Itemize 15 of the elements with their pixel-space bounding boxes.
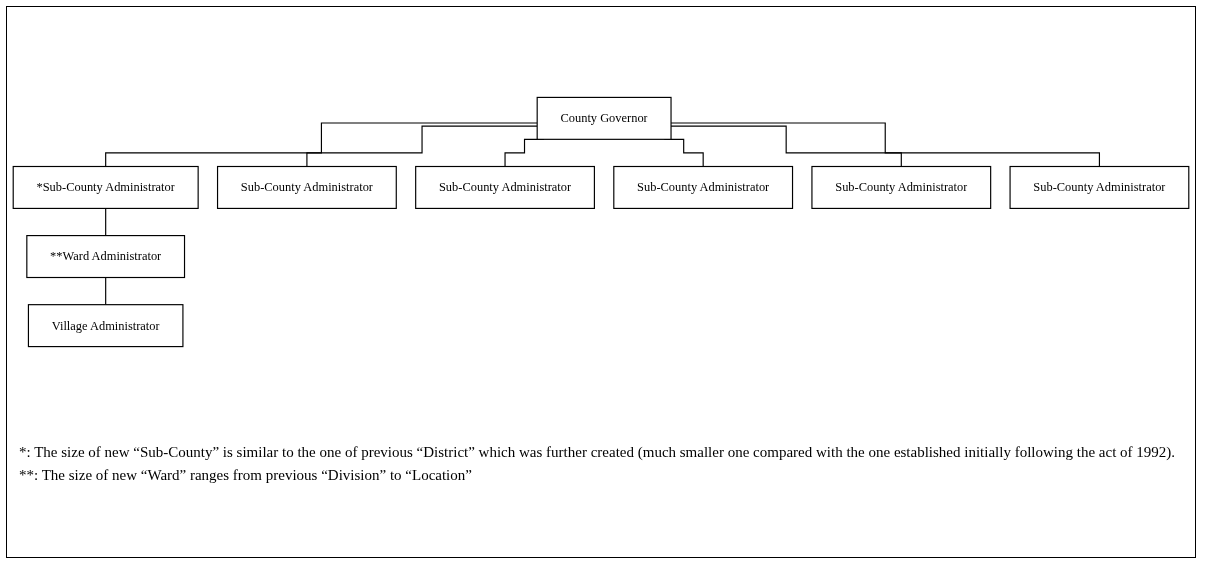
connector bbox=[105, 122, 538, 168]
connector bbox=[105, 276, 107, 306]
connector bbox=[105, 207, 107, 237]
node-box: Sub-County Administrator bbox=[1009, 165, 1190, 209]
node-box: Village Administrator bbox=[27, 304, 184, 348]
node-box: **Ward Administrator bbox=[26, 235, 186, 279]
connector bbox=[306, 125, 538, 168]
node-box: Sub-County Administrator bbox=[216, 165, 397, 209]
node-box: *Sub-County Administrator bbox=[12, 165, 199, 209]
footnote: *: The size of new “Sub-County” is similar to the one of previous “District” which was further created (much smaller one compared with the one established initially following the act of 1992). bbox=[19, 443, 1177, 462]
footnote: **: The size of new “Ward” ranges from previous “Division” to “Location” bbox=[19, 465, 473, 485]
node-box: Sub-County Administrator bbox=[613, 165, 794, 209]
node-box: Sub-County Administrator bbox=[811, 165, 992, 209]
node-box: Sub-County Administrator bbox=[415, 165, 595, 209]
node-box: County Governor bbox=[536, 96, 672, 140]
